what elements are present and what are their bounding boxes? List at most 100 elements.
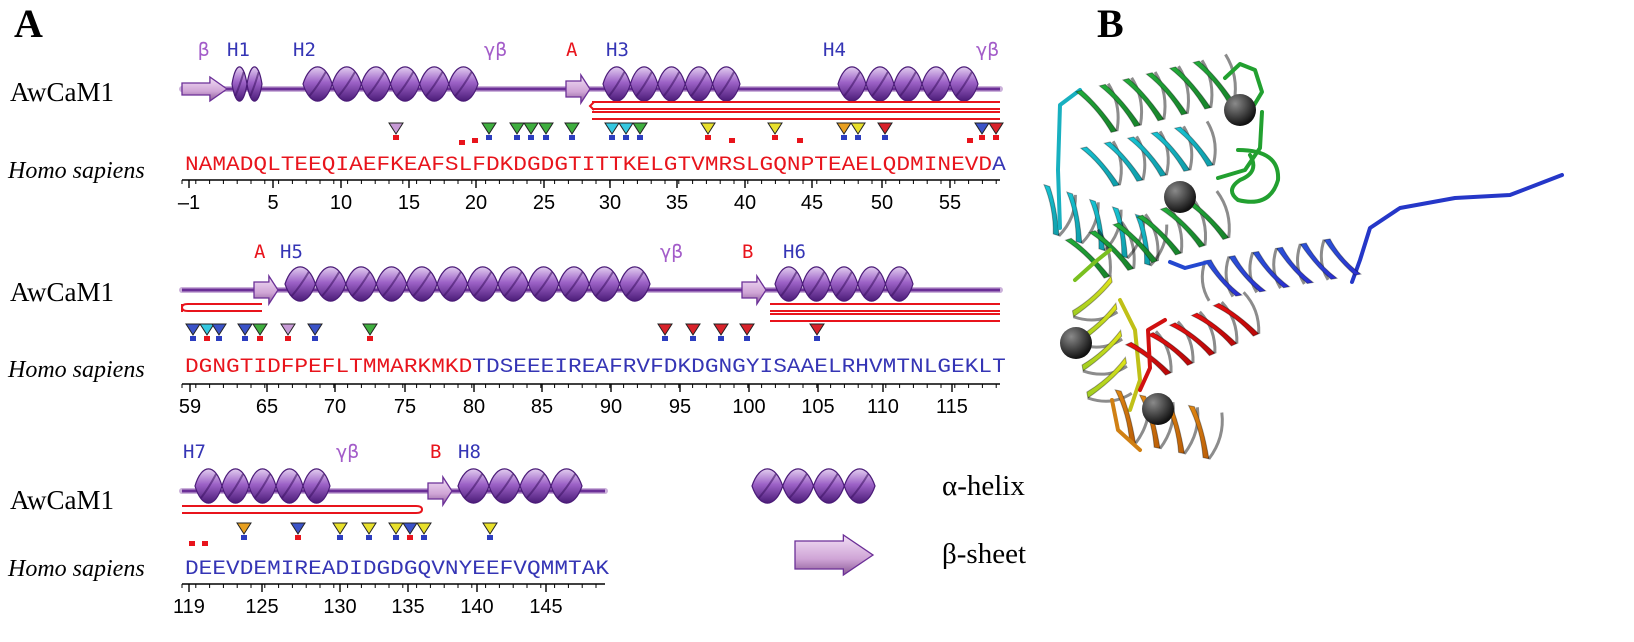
sequence-residue: V xyxy=(965,154,979,177)
row1-species-name: Homo sapiens xyxy=(8,158,145,184)
contact-triangle xyxy=(199,323,215,336)
sequence-residue: E xyxy=(486,558,500,581)
sequence-residue: T xyxy=(568,558,582,581)
contact-triangle xyxy=(361,522,377,535)
sequence-residue: D xyxy=(664,356,678,379)
contact-marker xyxy=(472,138,478,143)
structure-label: γβ xyxy=(484,39,507,61)
contact-marker xyxy=(797,138,803,143)
sequence-residue: Q xyxy=(773,154,787,177)
sequence-residue: A xyxy=(787,356,801,379)
helix-turn-shading xyxy=(927,71,945,97)
panel-a-label: A xyxy=(14,1,43,46)
sequence-residue: R xyxy=(719,154,733,177)
sequence-residue: K xyxy=(965,356,979,379)
contact-triangle xyxy=(481,122,497,135)
contact-marker xyxy=(407,535,413,540)
ribbon-back-turn xyxy=(1183,407,1200,455)
sequence-residue: T xyxy=(609,154,623,177)
ruler-tick-label: 50 xyxy=(871,192,893,214)
contact-marker xyxy=(393,535,399,540)
ruler-tick-label: 45 xyxy=(801,192,823,214)
ribbon-back-turn xyxy=(1103,209,1123,252)
sequence-residue: A xyxy=(992,154,1006,177)
ribbon-back-turn xyxy=(1182,125,1194,171)
sequence-residue: T xyxy=(472,356,486,379)
contact-marker xyxy=(204,336,210,341)
row3-protein-name: AwCaM1 xyxy=(10,485,115,515)
contact-marker xyxy=(690,336,696,341)
structure-label: H3 xyxy=(606,39,629,61)
sequence-residue: A xyxy=(595,356,609,379)
sequence-residue: A xyxy=(349,154,363,177)
green-yellow-connector xyxy=(1073,248,1112,282)
sequence-residue: E xyxy=(212,558,226,581)
contact-triangle xyxy=(402,522,418,535)
ribbon-back-turn xyxy=(1057,194,1077,237)
ruler-tick-label: 95 xyxy=(669,396,691,418)
helix-turn-shading xyxy=(625,271,645,297)
contact-marker xyxy=(814,336,820,341)
ruler-tick-label: 145 xyxy=(529,596,562,618)
ruler-tick-label: 130 xyxy=(323,596,356,618)
ribbon-turn xyxy=(1071,274,1113,318)
contact-marker xyxy=(312,336,318,341)
structure-label: H4 xyxy=(823,39,846,61)
structure-label: B xyxy=(742,241,753,263)
contact-triangle xyxy=(604,122,620,135)
helix-turn-shading xyxy=(290,271,310,297)
beta-strand-arrow xyxy=(794,533,875,577)
beta-strand-arrow xyxy=(741,273,767,307)
helix-turn-shading xyxy=(871,71,889,97)
ribbon-back-turn xyxy=(1144,213,1160,262)
sequence-residue: S xyxy=(500,356,514,379)
helix-turn-shading xyxy=(807,271,826,297)
helix-turn-shading xyxy=(308,473,325,499)
ribbon-turn xyxy=(1150,131,1191,172)
ruler-tick-label: 35 xyxy=(666,192,688,214)
helix-turn-shading xyxy=(595,271,614,297)
n-terminal-coil xyxy=(1350,173,1564,284)
contact-marker xyxy=(993,135,999,140)
blue-cyan-loop xyxy=(1168,260,1210,270)
sequence-residue: F xyxy=(609,356,623,379)
ribbon-turn xyxy=(1086,356,1127,399)
contact-triangle xyxy=(332,522,348,535)
helix-turn-shading xyxy=(495,473,515,499)
ribbon-back-turn xyxy=(1082,364,1128,376)
sequence-residue: E xyxy=(308,356,322,379)
sequence-residue: R xyxy=(842,356,856,379)
structure-label: H2 xyxy=(293,39,316,61)
sequence-residue: R xyxy=(294,558,308,581)
sequence-residue: E xyxy=(636,154,650,177)
contact-triangle xyxy=(185,323,201,336)
beta-strand-arrow xyxy=(427,474,453,508)
contact-marker xyxy=(543,135,549,140)
sequence-residue: I xyxy=(349,558,363,581)
sequence-residue: E xyxy=(582,356,596,379)
helix-turn-shading xyxy=(308,71,327,97)
contact-triangle xyxy=(767,122,783,135)
sequence-residue: S xyxy=(445,154,459,177)
sequence-residue: L xyxy=(869,154,883,177)
contact-triangle xyxy=(632,122,648,135)
contact-triangle xyxy=(809,323,825,336)
ribbon-back-turn xyxy=(1106,82,1120,132)
helix-turn-shading xyxy=(557,473,577,499)
ribbon-turn xyxy=(1159,206,1206,248)
ribbon-turn xyxy=(1168,322,1216,357)
sequence-residue: A xyxy=(418,154,432,177)
contact-triangle xyxy=(685,323,701,336)
helix-turn-shading xyxy=(382,271,401,297)
sequence-residue: N xyxy=(212,356,226,379)
sequence-residue: E xyxy=(308,558,322,581)
helix-turn-shading xyxy=(503,271,523,297)
ruler-tick-label: 65 xyxy=(256,396,278,418)
sequence-residue: E xyxy=(294,154,308,177)
sequence-residue: T xyxy=(896,356,910,379)
sequence-residue: E xyxy=(199,558,213,581)
sequence-residue: M xyxy=(267,558,281,581)
sequence-residue: D xyxy=(459,356,473,379)
